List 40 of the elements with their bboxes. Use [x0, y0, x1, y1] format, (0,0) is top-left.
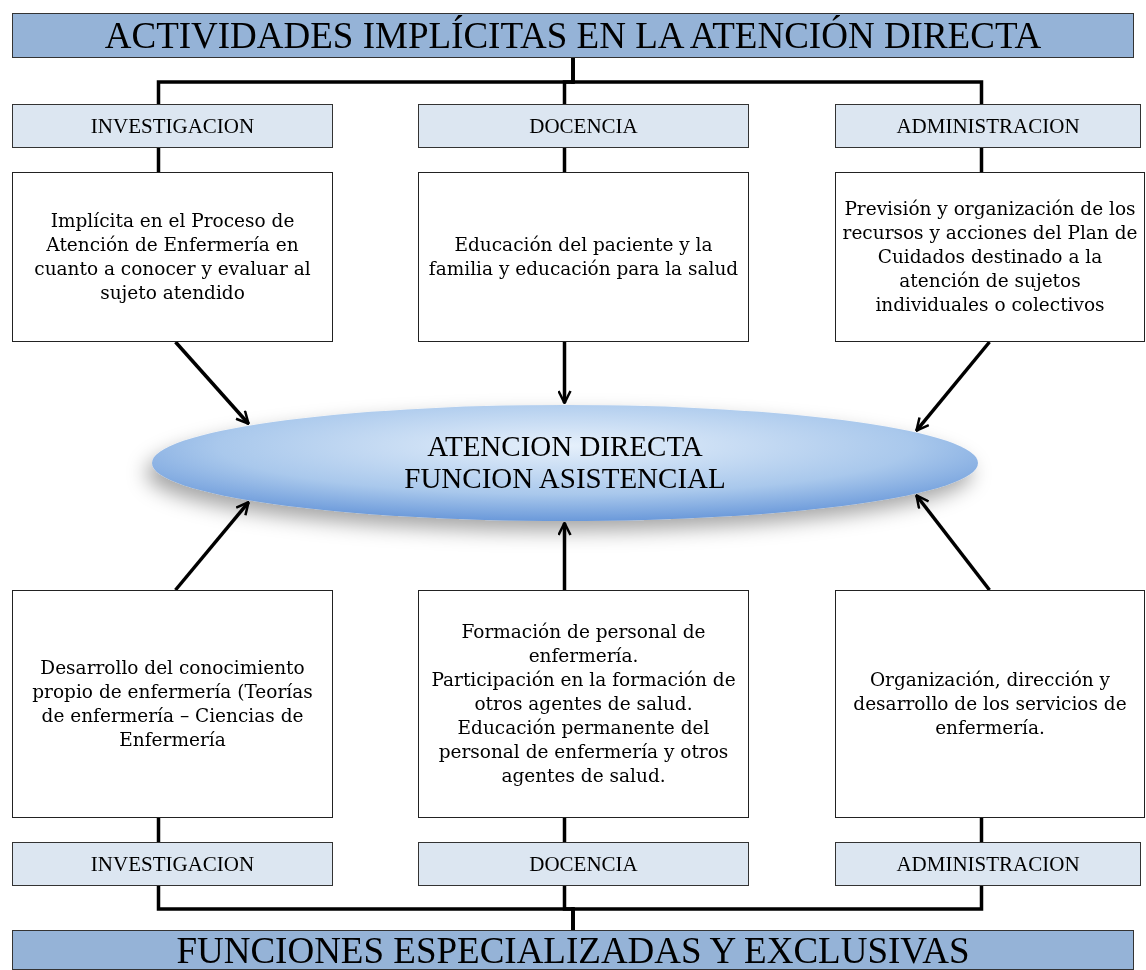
arrow: [915, 340, 991, 432]
arrow: [174, 501, 250, 592]
banner-title: FUNCIONES ESPECIALIZADAS Y EXCLUSIVAS: [176, 931, 970, 969]
title-banner: [12, 13, 1134, 58]
connector-line: [979, 148, 984, 172]
text-box: [12, 172, 333, 342]
connector-line: [562, 148, 567, 172]
category-tab: INVESTIGACION: [12, 842, 333, 886]
category-tab: DOCENCIA: [418, 104, 749, 148]
box-text: Participación en la formación de otros agentes de salud.: [430, 667, 737, 716]
text-box: [835, 590, 1145, 818]
box-text: Educación del paciente y la familia y educación para la salud: [427, 232, 740, 281]
arrow: [557, 342, 572, 405]
category-tab: DOCENCIA: [418, 842, 749, 886]
category-tab: ADMINISTRACION: [835, 104, 1141, 148]
oval-text: FUNCION ASISTENCIAL: [404, 463, 726, 495]
arrow: [557, 521, 572, 590]
text-box: [12, 590, 333, 818]
box-text: Desarrollo del conocimiento propio de enfermería (Teorías de enfermería – Ciencias de Enfermería: [31, 655, 314, 753]
title-banner: [12, 930, 1134, 970]
box-text: Implícita en el Proceso de Atención de Enfermería en cuanto a conocer y evaluar al sujeto atendido: [33, 208, 312, 306]
text-box: [835, 172, 1145, 342]
box-text: Organización, dirección y desarrollo de los servicios de enfermería.: [852, 667, 1128, 740]
text-box: [418, 172, 749, 342]
connector-line: [571, 58, 984, 104]
arrow: [174, 340, 250, 425]
connector-line: [979, 818, 984, 842]
text-box: [418, 590, 749, 818]
banner-title: ACTIVIDADES IMPLÍCITAS EN LA ATENCIÓN DIRECTA: [104, 17, 1042, 54]
connector-line: [562, 818, 567, 842]
box-text: Previsión y organización de los recursos y acciones del Plan de Cuidados destinado a la atención de sujetos individuales o colectivos: [842, 196, 1138, 318]
category-tab: INVESTIGACION: [12, 104, 333, 148]
connector-line: [571, 886, 984, 930]
connector-line: [156, 148, 161, 172]
box-text: Formación de personal de enfermería.: [460, 619, 707, 668]
category-tab: ADMINISTRACION: [835, 842, 1141, 886]
arrow: [915, 494, 991, 592]
box-text: Educación permanente del personal de enfermería y otros agentes de salud.: [437, 716, 730, 789]
connector-line: [156, 818, 161, 842]
oval-text: ATENCION DIRECTA: [427, 431, 703, 463]
